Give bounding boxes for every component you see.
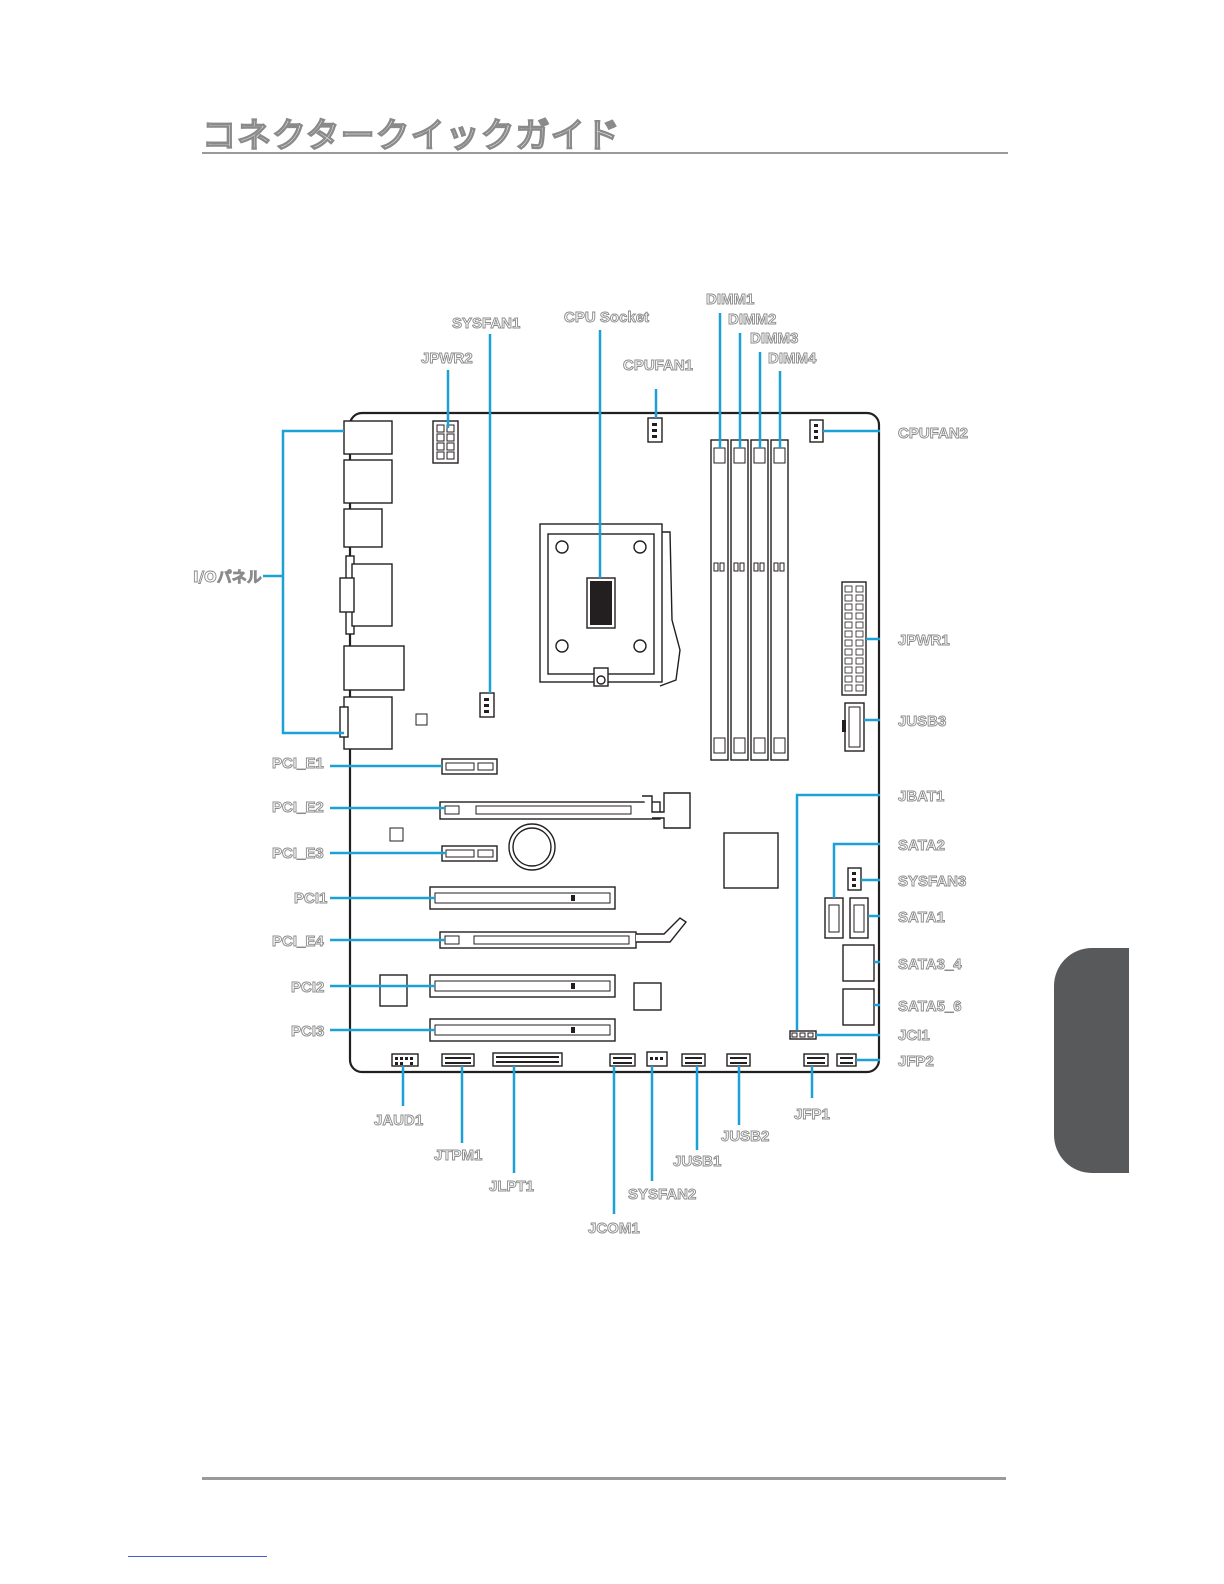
label-pci-e2: PCI_E2 bbox=[272, 799, 324, 816]
jfp2-header bbox=[837, 1054, 856, 1066]
label-sysfan2: SYSFAN2 bbox=[628, 1186, 696, 1203]
pci2-slot bbox=[430, 975, 615, 997]
sysfan2-header bbox=[647, 1052, 667, 1066]
dimm1-slot bbox=[711, 440, 728, 760]
sysfan3-header bbox=[848, 868, 861, 890]
io-chip bbox=[380, 975, 407, 1006]
sata2-port bbox=[825, 898, 843, 938]
label-pci-e4: PCI_E4 bbox=[272, 933, 324, 950]
label-pci1: PCI1 bbox=[294, 890, 327, 907]
footer-link-underline bbox=[128, 1556, 267, 1557]
jusb3-header bbox=[842, 703, 864, 751]
label-cpu-socket: CPU Socket bbox=[564, 309, 649, 326]
jpwr1-connector bbox=[842, 582, 866, 695]
label-jusb1: JUSB1 bbox=[673, 1153, 721, 1170]
label-dimm4: DIMM4 bbox=[768, 350, 817, 367]
cpufan2-header bbox=[810, 420, 823, 442]
aux-chip bbox=[634, 983, 661, 1010]
cmos-battery bbox=[509, 824, 555, 870]
label-jpwr1: JPWR1 bbox=[898, 632, 950, 649]
footer-divider bbox=[202, 1477, 1006, 1480]
label-jfp1: JFP1 bbox=[794, 1106, 830, 1123]
chipset bbox=[724, 833, 778, 888]
label-io-panel: I/Oパネル bbox=[193, 568, 262, 586]
sysfan1-header bbox=[480, 693, 494, 717]
jci1-header bbox=[790, 1031, 816, 1039]
cpu-socket bbox=[540, 524, 680, 686]
sata3-4-port bbox=[843, 945, 874, 981]
pci1-slot bbox=[430, 887, 615, 909]
label-sata2: SATA2 bbox=[898, 837, 945, 854]
label-pci3: PCI3 bbox=[291, 1023, 324, 1040]
label-dimm3: DIMM3 bbox=[750, 330, 798, 347]
label-jaud1: JAUD1 bbox=[374, 1112, 423, 1129]
jusb1-header bbox=[682, 1054, 705, 1066]
jtpm1-header bbox=[442, 1054, 474, 1066]
label-jpwr2: JPWR2 bbox=[421, 350, 473, 367]
label-jcom1: JCOM1 bbox=[588, 1220, 640, 1237]
jlpt1-header bbox=[493, 1053, 562, 1066]
label-cpufan1: CPUFAN1 bbox=[623, 357, 693, 374]
dimm2-slot bbox=[731, 440, 748, 760]
label-dimm1: DIMM1 bbox=[706, 291, 754, 308]
dimm4-slot bbox=[771, 440, 788, 760]
sata5-6-port bbox=[843, 989, 874, 1025]
label-jusb2: JUSB2 bbox=[721, 1128, 769, 1145]
jaud1-header bbox=[392, 1054, 418, 1066]
side-section-tab bbox=[1054, 948, 1129, 1173]
sata1-port bbox=[850, 898, 868, 938]
label-jlpt1: JLPT1 bbox=[489, 1178, 534, 1195]
label-cpufan2: CPUFAN2 bbox=[898, 425, 968, 442]
label-dimm2: DIMM2 bbox=[728, 311, 776, 328]
label-sata3-4: SATA3_4 bbox=[898, 956, 962, 973]
label-sysfan3: SYSFAN3 bbox=[898, 873, 966, 890]
jusb2-header bbox=[727, 1054, 750, 1066]
label-jbat1: JBAT1 bbox=[898, 788, 944, 805]
pci-e3-slot bbox=[442, 846, 497, 861]
label-sata1: SATA1 bbox=[898, 909, 945, 926]
small-chip bbox=[390, 828, 403, 841]
dimm3-slot bbox=[751, 440, 768, 760]
label-jtpm1: JTPM1 bbox=[434, 1147, 482, 1164]
label-jusb3: JUSB3 bbox=[898, 713, 946, 730]
label-jfp2: JFP2 bbox=[898, 1053, 934, 1070]
board-outline bbox=[350, 413, 879, 1072]
label-pci-e3: PCI_E3 bbox=[272, 845, 324, 862]
pci3-slot bbox=[430, 1019, 615, 1041]
cpufan1-header bbox=[648, 418, 662, 442]
label-pci-e1: PCI_E1 bbox=[272, 755, 324, 772]
label-sysfan1: SYSFAN1 bbox=[452, 315, 520, 332]
jcom1-header bbox=[610, 1054, 635, 1066]
jfp1-header bbox=[804, 1054, 828, 1066]
pci-e1-slot bbox=[442, 759, 497, 774]
label-sata5-6: SATA5_6 bbox=[898, 998, 962, 1015]
label-jci1: JCI1 bbox=[898, 1027, 930, 1044]
label-pci2: PCI2 bbox=[291, 979, 324, 996]
jpwr2-connector bbox=[433, 421, 458, 463]
